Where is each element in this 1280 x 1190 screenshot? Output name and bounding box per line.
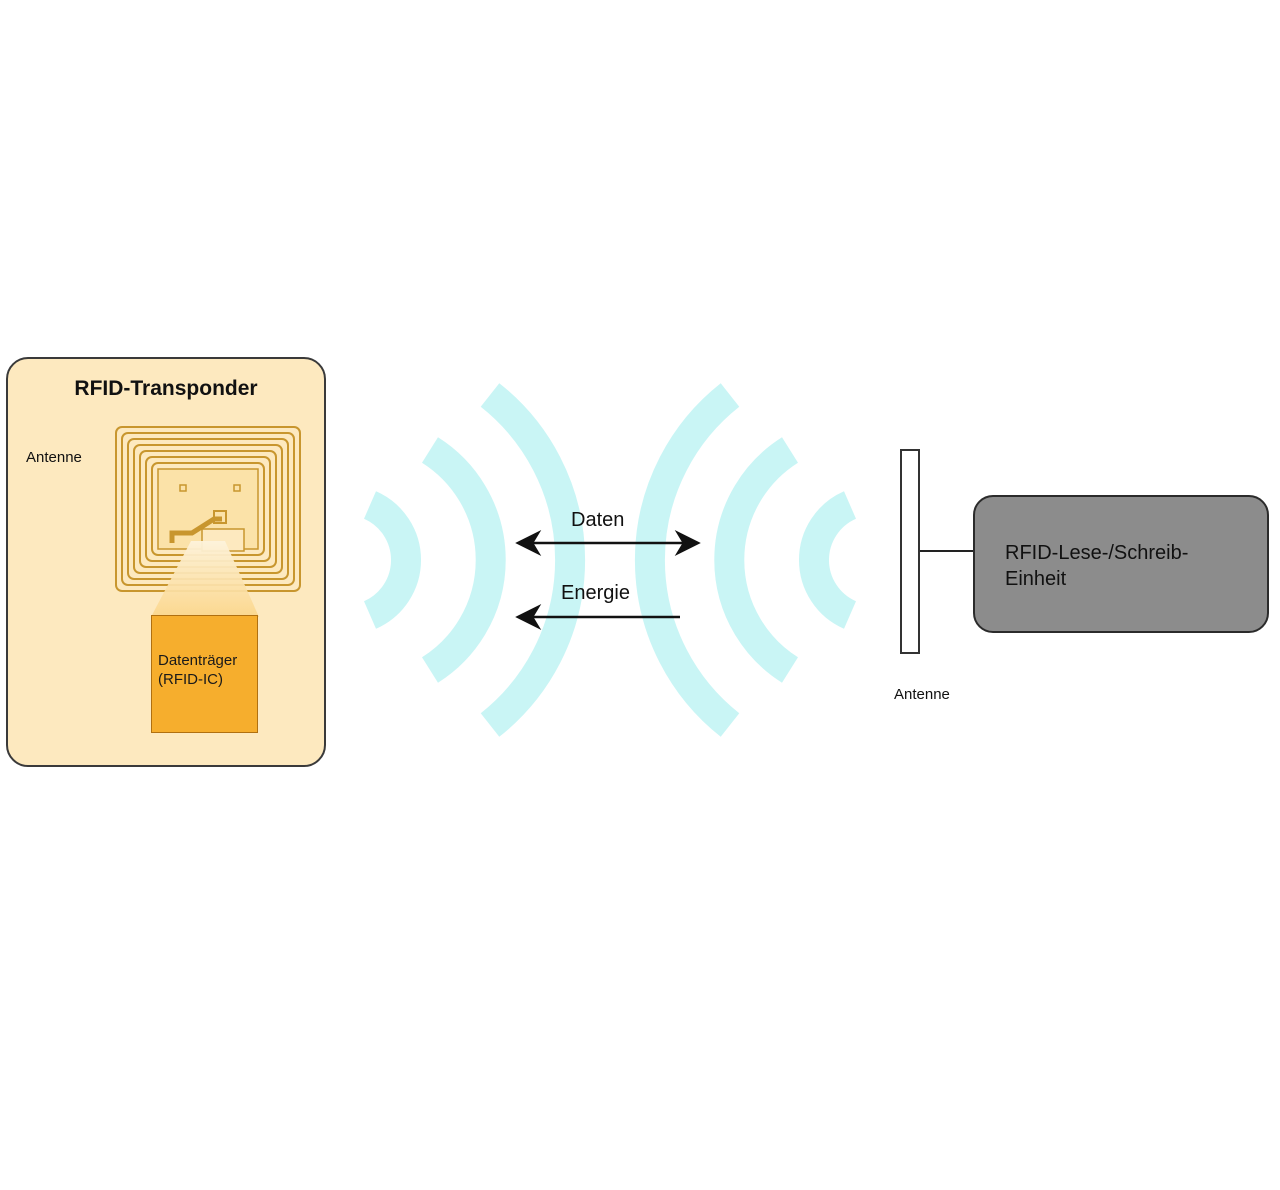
transponder-title: RFID-Transponder bbox=[74, 377, 258, 400]
reader-label: RFID-Lese-/Schreib- Einheit bbox=[1005, 540, 1188, 592]
reader-connector-line bbox=[920, 550, 975, 552]
data-arrow-head-right bbox=[674, 529, 701, 557]
wave-right-inner bbox=[798, 491, 857, 629]
rfid-transponder-card: RFID-Transponder Antenne bbox=[6, 357, 326, 767]
wave-left-middle bbox=[421, 437, 506, 683]
reader-antenna bbox=[900, 449, 920, 654]
data-label: Daten bbox=[571, 509, 625, 531]
rfid-reader-unit: RFID-Lese-/Schreib- Einheit bbox=[973, 495, 1269, 633]
reader-antenna-label: Antenne bbox=[894, 686, 950, 703]
chip-beam bbox=[151, 541, 259, 617]
energy-arrow-head bbox=[515, 603, 542, 631]
wave-right-middle bbox=[714, 437, 799, 683]
reader-label-line1: RFID-Lese-/Schreib- bbox=[1005, 542, 1189, 564]
rfid-ic-chip: Datenträger (RFID-IC) bbox=[151, 615, 258, 733]
reader-label-line2: Einheit bbox=[1005, 568, 1067, 590]
wave-left-inner bbox=[363, 491, 422, 629]
chip-label-line2: (RFID-IC) bbox=[158, 671, 223, 688]
transponder-antenna-label: Antenne bbox=[26, 449, 82, 466]
chip-label-line1: Datenträger bbox=[158, 652, 238, 669]
data-arrow-head-left bbox=[515, 529, 542, 557]
wave-left-outer bbox=[480, 383, 586, 737]
energy-label: Energie bbox=[561, 582, 630, 604]
wave-right-outer bbox=[634, 383, 740, 737]
